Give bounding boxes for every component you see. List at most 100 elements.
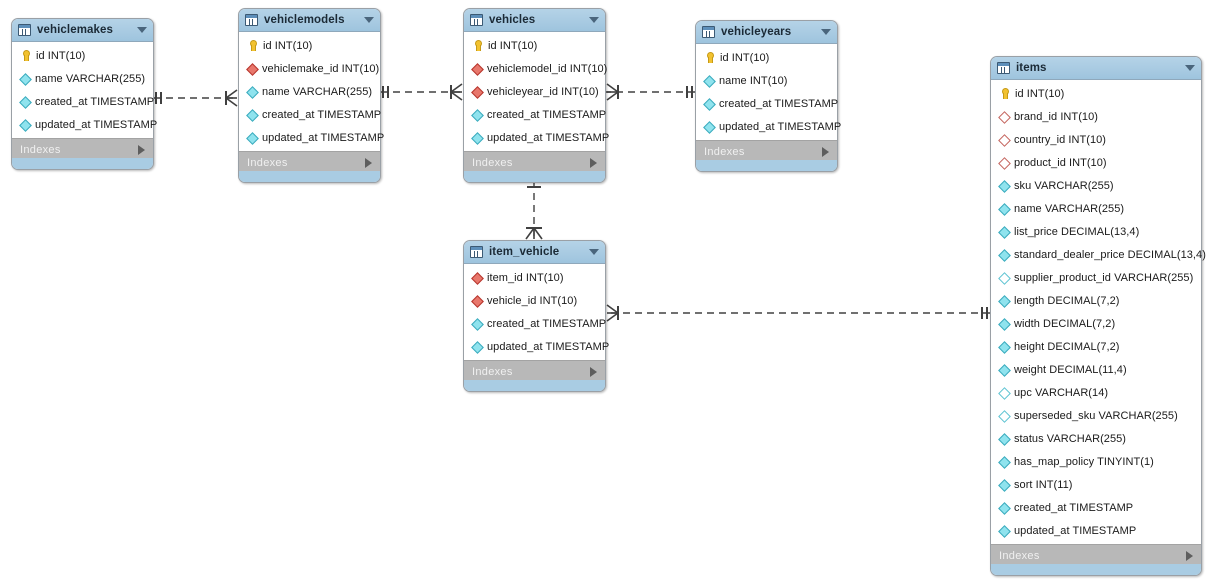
column-row[interactable]: name VARCHAR(255) [12,67,153,90]
table-header-items[interactable]: items [991,57,1201,80]
rel-vehiclemodels-vehicles[interactable] [381,83,463,101]
column-row[interactable]: updated_at TIMESTAMP [464,335,609,358]
chevron-down-icon[interactable] [137,27,147,33]
table-header-vehicles[interactable]: vehicles [464,9,605,32]
chevron-right-icon[interactable] [822,146,829,157]
column-row[interactable]: created_at TIMESTAMP [991,496,1201,519]
column-row[interactable]: created_at TIMESTAMP [464,103,607,126]
column-row[interactable]: name INT(10) [696,69,837,92]
column-row[interactable]: brand_id INT(10) [991,105,1201,128]
column-row[interactable]: sku VARCHAR(255) [991,174,1201,197]
indexes-section-vehiclemodels[interactable]: Indexes [239,151,380,173]
column-row[interactable]: id INT(10) [12,44,153,67]
column-row[interactable]: standard_dealer_price DECIMAL(13,4) [991,243,1206,266]
column-label: updated_at TIMESTAMP [35,118,158,131]
column-label: created_at TIMESTAMP [719,97,839,110]
column-row[interactable]: status VARCHAR(255) [991,427,1201,450]
column-label: supplier_product_id VARCHAR(255) [1014,271,1194,284]
primary-key-icon [472,40,483,51]
chevron-down-icon[interactable] [589,17,599,23]
table-header-item_vehicle[interactable]: item_vehicle [464,241,605,264]
column-row[interactable]: name VARCHAR(255) [991,197,1201,220]
table-header-vehiclemodels[interactable]: vehiclemodels [239,9,380,32]
chevron-right-icon[interactable] [1186,550,1193,561]
column-row[interactable]: upc VARCHAR(14) [991,381,1201,404]
column-row[interactable]: updated_at TIMESTAMP [464,126,609,149]
foreign-key-icon [247,64,257,74]
column-row[interactable]: id INT(10) [991,82,1201,105]
column-row[interactable]: length DECIMAL(7,2) [991,289,1201,312]
column-row[interactable]: vehicle_id INT(10) [464,289,605,312]
column-row[interactable]: list_price DECIMAL(13,4) [991,220,1201,243]
column-row[interactable]: width DECIMAL(7,2) [991,312,1201,335]
column-row[interactable]: id INT(10) [696,46,837,69]
indexes-section-vehicles[interactable]: Indexes [464,151,605,173]
chevron-right-icon[interactable] [138,144,145,155]
rel-vehicleyears-vehicles[interactable] [606,83,695,101]
table-name: vehicles [489,14,536,26]
column-row[interactable]: updated_at TIMESTAMP [991,519,1201,542]
indexes-label: Indexes [20,143,61,156]
column-row[interactable]: created_at TIMESTAMP [12,90,154,113]
chevron-down-icon[interactable] [821,29,831,35]
column-icon [999,434,1009,444]
column-row[interactable]: created_at TIMESTAMP [239,103,381,126]
column-row[interactable]: weight DECIMAL(11,4) [991,358,1201,381]
column-label: width DECIMAL(7,2) [1014,317,1116,330]
chevron-right-icon[interactable] [590,157,597,168]
column-row[interactable]: has_map_policy TINYINT(1) [991,450,1201,473]
column-row[interactable]: name VARCHAR(255) [239,80,380,103]
column-label: name INT(10) [719,74,788,87]
column-row[interactable]: id INT(10) [464,34,605,57]
rel-vehicles-item_vehicle[interactable] [525,181,543,240]
chevron-down-icon[interactable] [589,249,599,255]
column-row[interactable]: supplier_product_id VARCHAR(255) [991,266,1201,289]
column-label: created_at TIMESTAMP [487,108,607,121]
indexes-section-items[interactable]: Indexes [991,544,1201,566]
column-row[interactable]: country_id INT(10) [991,128,1201,151]
indexes-section-vehicleyears[interactable]: Indexes [696,140,837,162]
column-row[interactable]: vehiclemodel_id INT(10) [464,57,607,80]
table-name: vehicleyears [721,26,792,38]
column-row[interactable]: created_at TIMESTAMP [464,312,606,335]
column-row[interactable]: product_id INT(10) [991,151,1201,174]
column-row[interactable]: vehiclemake_id INT(10) [239,57,380,80]
indexes-section-item_vehicle[interactable]: Indexes [464,360,605,382]
column-label: updated_at TIMESTAMP [1014,524,1137,537]
column-row[interactable]: created_at TIMESTAMP [696,92,839,115]
chevron-down-icon[interactable] [364,17,374,23]
column-row[interactable]: updated_at TIMESTAMP [12,113,157,136]
table-vehicleyears[interactable]: vehicleyears id INT(10) name INT(10) create… [695,20,841,172]
column-icon [999,319,1009,329]
column-row[interactable]: updated_at TIMESTAMP [696,115,841,138]
table-vehicles[interactable]: vehicles id INT(10)vehiclemodel_id INT(10… [463,8,609,183]
table-icon [997,62,1010,74]
table-header-vehiclemakes[interactable]: vehiclemakes [12,19,153,42]
column-row[interactable]: sort INT(11) [991,473,1201,496]
table-header-vehicleyears[interactable]: vehicleyears [696,21,837,44]
rel-vehiclemakes-vehiclemodels[interactable] [154,89,238,107]
column-label: brand_id INT(10) [1014,110,1098,123]
chevron-right-icon[interactable] [590,366,597,377]
column-row[interactable]: superseded_sku VARCHAR(255) [991,404,1201,427]
chevron-right-icon[interactable] [365,157,372,168]
column-row[interactable]: height DECIMAL(7,2) [991,335,1201,358]
chevron-down-icon[interactable] [1185,65,1195,71]
column-label: status VARCHAR(255) [1014,432,1127,445]
column-row[interactable]: updated_at TIMESTAMP [239,126,384,149]
indexes-label: Indexes [999,549,1040,562]
rel-items-item_vehicle[interactable] [606,304,990,322]
indexes-section-vehiclemakes[interactable]: Indexes [12,138,153,160]
column-row[interactable]: item_id INT(10) [464,266,605,289]
column-row[interactable]: id INT(10) [239,34,380,57]
column-icon [247,110,257,120]
column-row[interactable]: vehicleyear_id INT(10) [464,80,605,103]
column-label: weight DECIMAL(11,4) [1014,363,1127,376]
column-label: upc VARCHAR(14) [1014,386,1109,399]
column-icon [999,181,1009,191]
